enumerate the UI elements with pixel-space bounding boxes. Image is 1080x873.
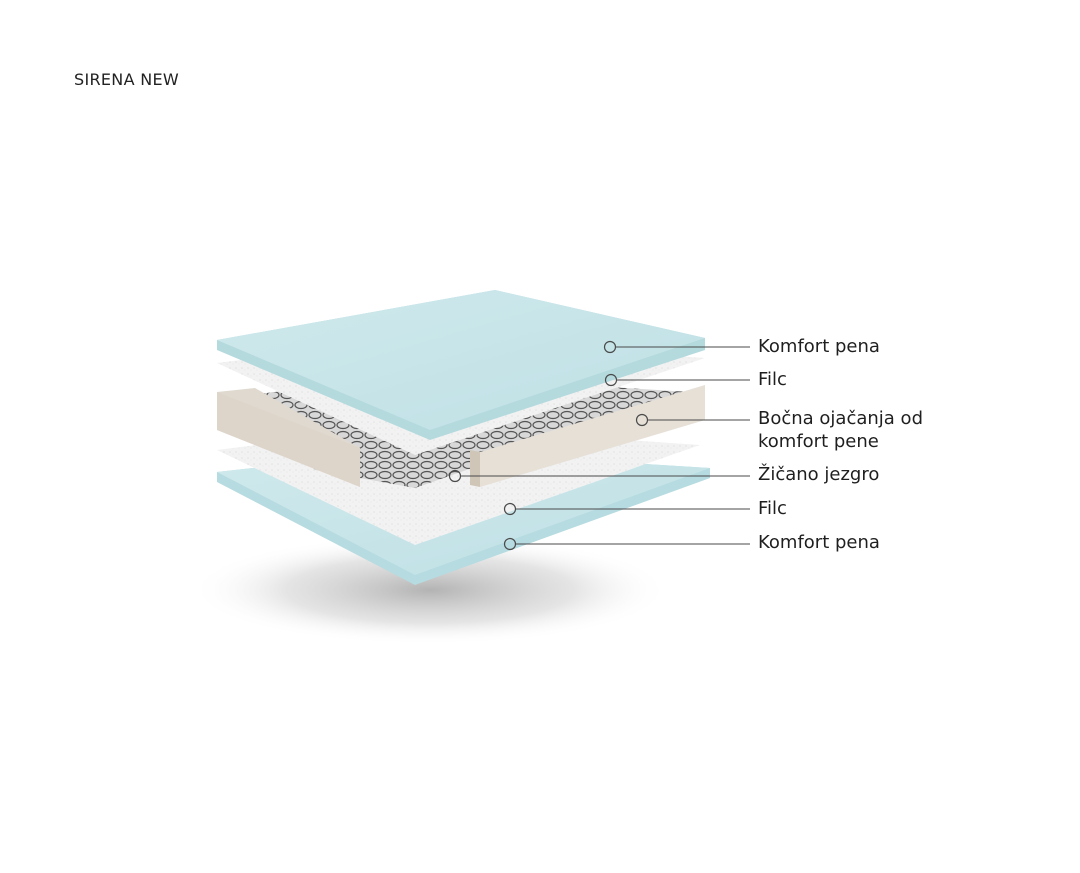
marker-icon: [635, 413, 649, 427]
label-filc-top: Filc: [758, 369, 787, 390]
callout-filc-top: [604, 373, 750, 387]
label-komfort-pena-top: Komfort pena: [758, 336, 880, 357]
marker-icon: [448, 469, 462, 483]
label-filc-bottom: Filc: [758, 498, 787, 519]
callout-bocna-ojacanja: [635, 413, 750, 427]
marker-icon: [603, 340, 617, 354]
callout-filc-bottom: [503, 502, 750, 516]
label-bocna-ojacanja-line1: Bočna ojačanja od: [758, 408, 923, 429]
callout-zicano-jezgro: [448, 469, 750, 483]
marker-icon: [503, 502, 517, 516]
drop-shadow: [190, 535, 670, 645]
product-title: SIRENA NEW: [74, 70, 179, 89]
callout-komfort-pena-top: [603, 340, 750, 354]
callout-komfort-pena-bottom: [503, 537, 750, 551]
marker-icon: [604, 373, 618, 387]
callouts: [448, 340, 750, 551]
marker-icon: [503, 537, 517, 551]
layer-side-foam: [217, 385, 705, 487]
layer-top-foam: [217, 290, 705, 440]
label-komfort-pena-bottom: Komfort pena: [758, 532, 880, 553]
label-bocna-ojacanja: Bočna ojačanja od komfort pene: [758, 407, 923, 453]
label-zicano-jezgro: Žičano jezgro: [758, 464, 880, 485]
label-bocna-ojacanja-line2: komfort pene: [758, 431, 879, 452]
